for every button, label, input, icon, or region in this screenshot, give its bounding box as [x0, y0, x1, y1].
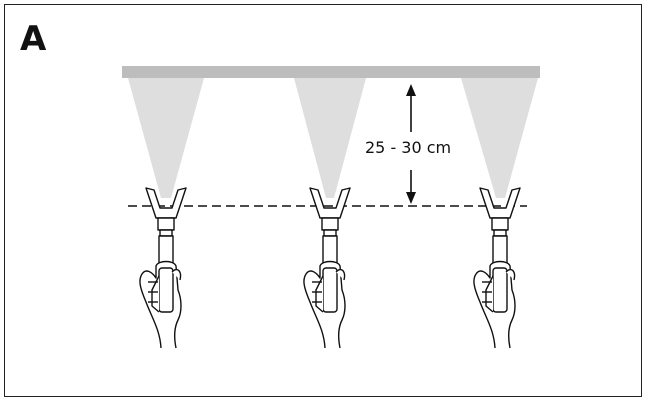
nozzle-nut: [493, 229, 507, 237]
spray-gun-1: [139, 187, 187, 349]
gun-handle: [492, 267, 508, 313]
gun-barrel: [322, 235, 338, 265]
trigger: [485, 275, 494, 313]
nozzle-nut: [323, 229, 337, 237]
spray-cone-2: [294, 78, 366, 198]
nozzle-body: [157, 217, 175, 231]
figure-frame: [4, 4, 642, 397]
gun-handle: [158, 267, 174, 313]
gun-barrel: [492, 235, 508, 265]
trigger: [315, 275, 324, 313]
thumb: [171, 268, 182, 281]
distance-label: 25 - 30 cm: [365, 138, 451, 157]
nozzle-body: [321, 217, 339, 231]
gun-handle: [322, 267, 338, 313]
panel-label: A: [20, 19, 47, 59]
nozzle-nut: [159, 229, 173, 237]
trigger: [151, 275, 160, 313]
spray-cone-3: [461, 78, 538, 198]
thumb: [505, 268, 516, 281]
spray-cone-1: [128, 78, 204, 198]
spray-gun-2: [303, 187, 351, 349]
thumb: [335, 268, 346, 281]
ceiling-surface: [122, 66, 540, 78]
spray-gun-3: [473, 187, 521, 349]
gun-barrel: [158, 235, 174, 265]
nozzle-body: [491, 217, 509, 231]
distance-arrow: [406, 84, 416, 204]
